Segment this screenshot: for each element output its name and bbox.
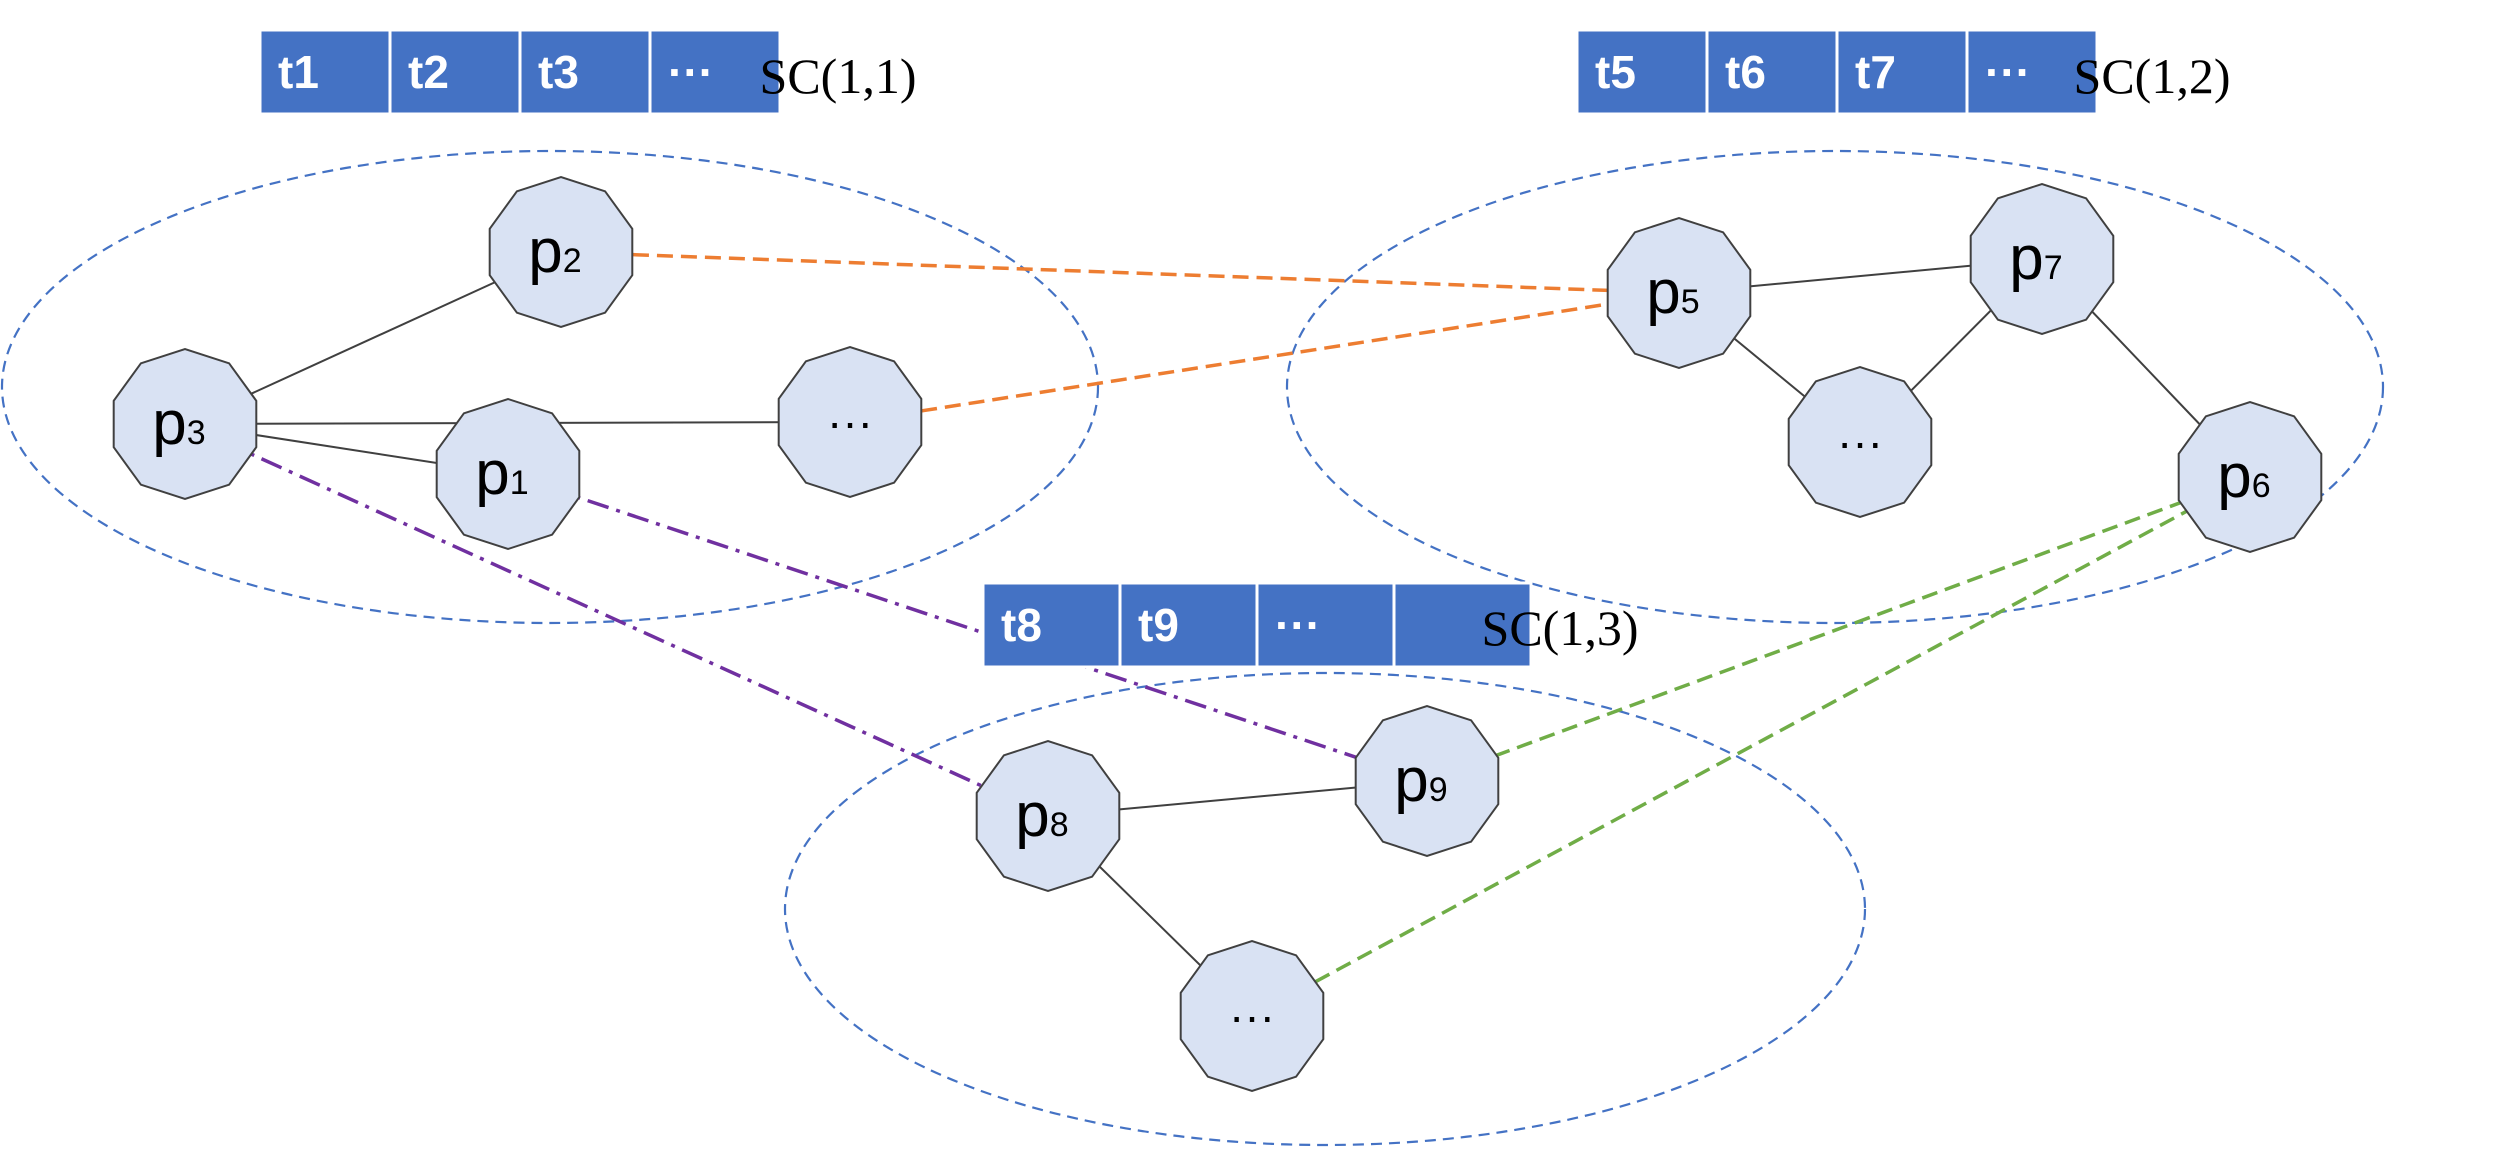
node-shape <box>1354 704 1500 858</box>
group-label: SC(1,3) <box>1482 600 1639 656</box>
node-shape <box>435 397 581 551</box>
node-p9: p9 <box>1354 704 1500 858</box>
node-label: p6 <box>2217 442 2270 511</box>
task-cell <box>388 28 522 116</box>
node-shape <box>488 175 634 329</box>
task-label: t6 <box>1725 46 1766 98</box>
task-label: t1 <box>278 46 319 98</box>
node-label: p9 <box>1394 746 1447 815</box>
node-label: p3 <box>152 389 205 458</box>
node-shape <box>1969 182 2115 336</box>
node-label: p8 <box>1015 781 1068 850</box>
node-shape <box>975 739 1121 893</box>
node-shape <box>2177 400 2323 554</box>
task-cell <box>1255 581 1396 669</box>
node-p7: p7 <box>1969 182 2115 336</box>
node-shape <box>1179 939 1325 1093</box>
task-label: t7 <box>1855 46 1896 98</box>
task-cell <box>1965 28 2099 116</box>
task-cell <box>1392 581 1533 669</box>
task-label: t9 <box>1138 599 1179 651</box>
node-p6: p6 <box>2177 400 2323 554</box>
node-p5: p5 <box>1606 216 1752 370</box>
node-label: ··· <box>1837 416 1883 468</box>
group-outline-g2 <box>1285 149 2385 625</box>
node-label: ··· <box>827 396 873 448</box>
task-cell <box>1835 28 1969 116</box>
node-e2: ··· <box>1787 365 1933 519</box>
task-bars: t1 t2 t3 ··· SC(1,1) t5 t6 t7 ··· SC(1,2) t8 t9 ··· S… <box>258 28 2231 669</box>
edge-p1-p9 <box>507 472 1428 783</box>
task-cell <box>518 28 652 116</box>
group-outline-g1 <box>0 149 1100 625</box>
task-label: ··· <box>1985 46 2031 98</box>
node-label: p2 <box>528 217 581 286</box>
node-label: ··· <box>1229 990 1275 1042</box>
node-p8: p8 <box>975 739 1121 893</box>
edge-p9-p6 <box>1426 475 2251 783</box>
node-p3: p3 <box>112 347 258 501</box>
node-p1: p1 <box>435 397 581 551</box>
node-label: p1 <box>475 439 528 508</box>
node-shape <box>777 345 923 499</box>
node-shape <box>112 347 258 501</box>
node-shape <box>1787 365 1933 519</box>
task-label: t8 <box>1001 599 1042 651</box>
group-outline-g3 <box>783 671 1867 1147</box>
task-cell <box>648 28 782 116</box>
task-label: t2 <box>408 46 449 98</box>
node-p2: p2 <box>488 175 634 329</box>
node-e3: ··· <box>1179 939 1325 1093</box>
task-cell <box>1575 28 1709 116</box>
node-shape <box>1606 216 1752 370</box>
task-cell <box>981 581 1122 669</box>
nodes: p2 p3 p1 ··· p5 p7 ··· p6 p8 p9 ··· <box>112 175 2323 1093</box>
task-label: ··· <box>1275 599 1321 651</box>
node-e1: ··· <box>777 345 923 499</box>
task-cell <box>1705 28 1839 116</box>
group-label: SC(1,2) <box>2074 48 2231 104</box>
group-label: SC(1,1) <box>760 48 917 104</box>
edge-p2-p5 <box>560 250 1680 295</box>
task-label: t3 <box>538 46 579 98</box>
task-label: t5 <box>1595 46 1636 98</box>
group-outlines <box>0 149 2385 1147</box>
node-label: p7 <box>2009 224 2062 293</box>
edge-e1-p5 <box>849 291 1680 424</box>
task-label: ··· <box>668 46 714 98</box>
edge-p3-p8 <box>184 422 1049 818</box>
edge-e3-p6 <box>1251 475 2251 1018</box>
node-label: p5 <box>1646 258 1699 327</box>
